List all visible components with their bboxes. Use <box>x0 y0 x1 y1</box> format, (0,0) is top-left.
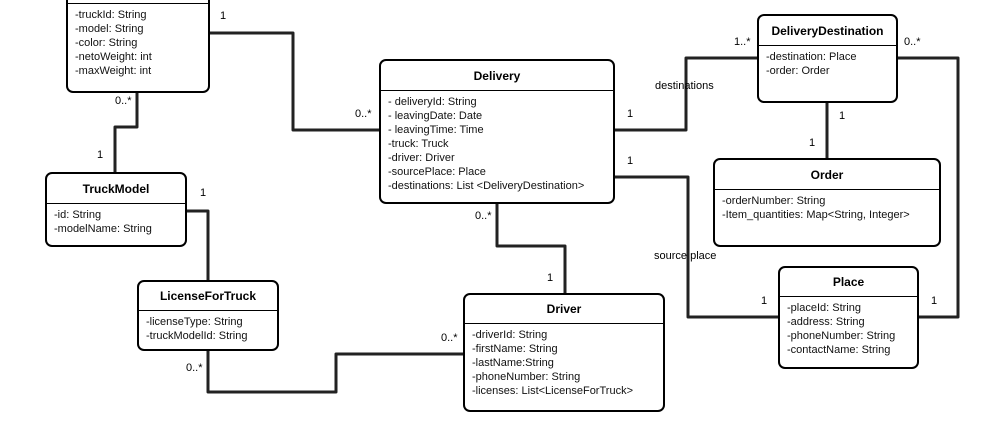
class-attribute: -contactName: String <box>787 344 891 356</box>
class-attribute: -orderNumber: String <box>722 195 826 207</box>
deliverydestination-class-title: DeliveryDestination <box>759 16 896 46</box>
truckmodel-class: TruckModel -id: String -modelName: String <box>45 172 187 247</box>
class-attribute: -modelName: String <box>54 223 152 235</box>
multiplicity-label: 0..* <box>186 362 203 374</box>
class-attribute: -licenses: List<LicenseForTruck> <box>472 385 633 397</box>
order-attributes: -orderNumber: String -Item_quantities: Ma… <box>715 190 939 222</box>
class-attribute: -lastName:String <box>472 357 554 369</box>
delivery-attributes: - deliveryId: String - leavingDate: Date -… <box>381 91 613 193</box>
license-driver-line <box>206 350 463 394</box>
multiplicity-label: 1 <box>839 110 846 122</box>
order-class: Order -orderNumber: String -Item_quantiti… <box>713 158 941 247</box>
class-attribute: -destinations: List <DeliveryDestination… <box>388 180 585 192</box>
truckmodel-attributes: -id: String -modelName: String <box>47 204 185 236</box>
class-attribute: -phoneNumber: String <box>472 371 581 383</box>
class-attribute: -netoWeight: int <box>75 51 152 63</box>
truck-truckmodel-line <box>113 92 139 174</box>
multiplicity-label: 1 <box>761 295 768 307</box>
licensefortruck-class-title: LicenseForTruck <box>139 282 277 311</box>
class-attribute: -driverId: String <box>472 329 548 341</box>
truck-attributes: -truckId: String -model: String -color: St… <box>68 4 208 78</box>
multiplicity-label: 0..* <box>115 95 132 107</box>
multiplicity-label: 1 <box>97 149 104 161</box>
class-attribute: -truck: Truck <box>388 138 449 150</box>
driver-attributes: -driverId: String -firstName: String -last… <box>465 324 663 398</box>
truckmodel-license-line <box>187 209 210 282</box>
class-attribute: -licenseType: String <box>146 316 243 328</box>
multiplicity-label: 1 <box>547 272 554 284</box>
role-label: source place <box>654 250 717 262</box>
truckmodel-class-title: TruckModel <box>47 174 185 204</box>
multiplicity-label: 0..* <box>441 332 458 344</box>
order-class-title: Order <box>715 160 939 190</box>
class-attribute: -id: String <box>54 209 102 221</box>
multiplicity-label: 1 <box>931 295 938 307</box>
licensefortruck-attributes: -licenseType: String -truckModelId: Strin… <box>139 311 277 343</box>
destination-place-line <box>897 56 960 319</box>
multiplicity-label: 0..* <box>355 108 372 120</box>
class-attribute: -phoneNumber: String <box>787 330 896 342</box>
class-attribute: -driver: Driver <box>388 152 455 164</box>
deliverydestination-attributes: -destination: Place -order: Order <box>759 46 896 78</box>
truck-delivery-line <box>209 31 380 132</box>
multiplicity-label: 1 <box>220 10 227 22</box>
place-class-title: Place <box>780 268 917 297</box>
class-attribute: - leavingDate: Date <box>388 110 483 122</box>
driver-class-title: Driver <box>465 295 663 324</box>
role-label: destinations <box>655 80 714 92</box>
driver-class: Driver -driverId: String -firstName: Stri… <box>463 293 665 412</box>
class-attribute: - leavingTime: Time <box>388 124 484 136</box>
delivery-class: Delivery - deliveryId: String - leavingDa… <box>379 59 615 204</box>
delivery-class-title: Delivery <box>381 61 613 91</box>
class-attribute: -placeId: String <box>787 302 861 314</box>
truck-class-title <box>68 0 208 4</box>
place-attributes: -placeId: String -address: String -phoneNu… <box>780 297 917 357</box>
delivery-destination-line <box>614 56 758 132</box>
licensefortruck-class: LicenseForTruck -licenseType: String -tru… <box>137 280 279 351</box>
class-attribute: -truckModelId: String <box>146 330 248 342</box>
class-attribute: -maxWeight: int <box>75 65 152 77</box>
class-attribute: -color: String <box>75 37 138 49</box>
class-attribute: -address: String <box>787 316 865 328</box>
class-attribute: -destination: Place <box>766 51 857 63</box>
class-attribute: -model: String <box>75 23 144 35</box>
class-attribute: -truckId: String <box>75 9 147 21</box>
place-class: Place -placeId: String-address: String-p… <box>778 266 919 369</box>
class-attribute: -order: Order <box>766 65 830 77</box>
delivery-driver-line <box>495 203 567 294</box>
multiplicity-label: 1 <box>809 137 816 149</box>
truck-class: -truckId: String -model: String -color: St… <box>66 0 210 93</box>
delivery-place-line <box>614 175 779 319</box>
class-attribute: -sourcePlace: Place <box>388 166 486 178</box>
deliverydestination-class: DeliveryDestination -destination: Place-… <box>757 14 898 103</box>
multiplicity-label: 1..* <box>734 36 751 48</box>
class-attribute: -Item_quantities: Map<String, Integer> <box>722 209 910 221</box>
multiplicity-label: 1 <box>627 108 634 120</box>
multiplicity-label: 0..* <box>904 36 921 48</box>
multiplicity-label: 1 <box>627 155 634 167</box>
class-attribute: -firstName: String <box>472 343 558 355</box>
multiplicity-label: 0..* <box>475 210 492 222</box>
class-attribute: - deliveryId: String <box>388 96 477 108</box>
multiplicity-label: 1 <box>200 187 207 199</box>
